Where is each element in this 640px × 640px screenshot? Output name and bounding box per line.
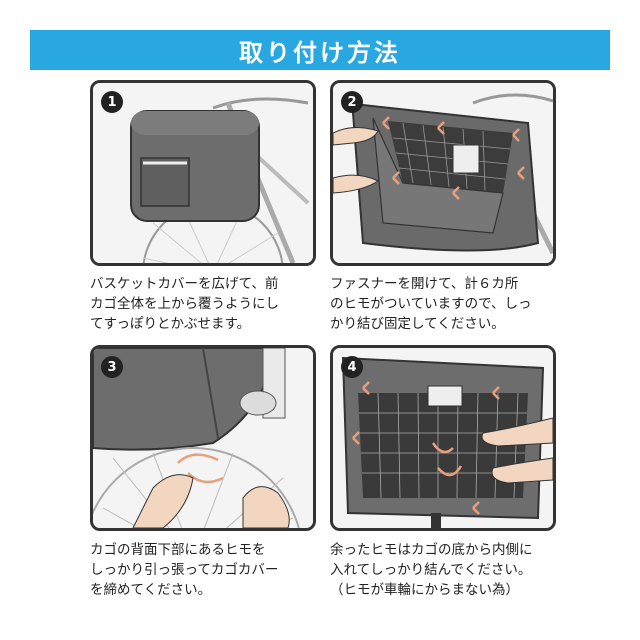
rear-tie-illustration (93, 348, 313, 528)
caption-line: 余ったヒモはカゴの底から内側に (330, 542, 533, 558)
step-number-badge: 3 (101, 356, 123, 378)
step-2-illustration: 2 (330, 80, 556, 266)
open-zipper-illustration (333, 83, 553, 263)
caption-line: バスケットカバーを広げて、前 (90, 276, 279, 292)
title-banner: 取り付け方法 (30, 30, 610, 70)
step-number-badge: 2 (341, 91, 363, 113)
caption-line: カゴの背面下部にあるヒモを (90, 542, 266, 558)
caption-line: を締めてください。 (90, 582, 212, 598)
step-1-illustration: 1 (90, 80, 316, 266)
caption-line: てすっぽりとかぶせます。 (90, 316, 251, 332)
step-4-illustration: 4 (330, 345, 556, 531)
caption-line: ファスナーを開けて、計６カ所 (330, 276, 519, 292)
step-number-badge: 1 (101, 91, 123, 113)
step-2-caption: ファスナーを開けて、計６カ所 のヒモがついていますので、しっ かり結び固定してく… (330, 274, 560, 334)
caption-line: のヒモがついていますので、しっ (330, 296, 532, 312)
bottom-tie-illustration (333, 348, 553, 528)
page-title: 取り付け方法 (239, 38, 401, 67)
caption-line: カゴ全体を上から覆うようにし (90, 296, 279, 312)
step-4-caption: 余ったヒモはカゴの底から内側に 入れてしっかり結んでください。 （ヒモが車輪にか… (330, 540, 560, 600)
caption-line: かり結び固定してください。 (330, 316, 505, 332)
step-number-badge: 4 (341, 356, 363, 378)
caption-line: 入れてしっかり結んでください。 (330, 562, 532, 578)
step-1-caption: バスケットカバーを広げて、前 カゴ全体を上から覆うようにし てすっぽりとかぶせま… (90, 274, 320, 334)
step-3-illustration: 3 (90, 345, 316, 531)
step-3-caption: カゴの背面下部にあるヒモを しっかり引っ張ってカゴカバー を締めてください。 (90, 540, 320, 600)
caption-line: しっかり引っ張ってカゴカバー (90, 562, 279, 578)
covered-basket-illustration (93, 83, 313, 263)
caption-line: （ヒモが車輪にからまない為） (330, 582, 519, 598)
